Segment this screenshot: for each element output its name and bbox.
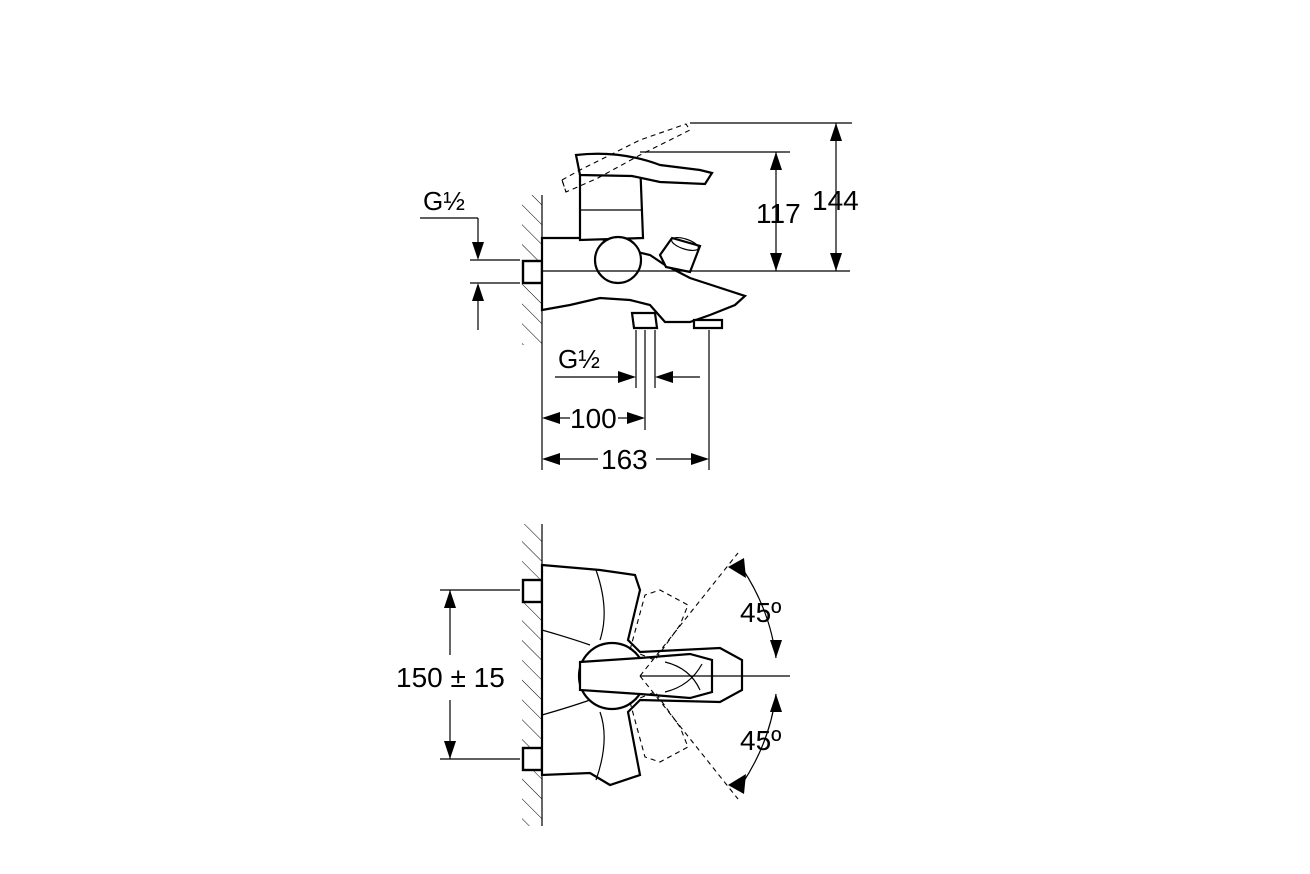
height-144-label: 144 <box>812 185 859 216</box>
lever-rotated-upper <box>629 589 689 661</box>
lever-rotated-lower <box>629 691 689 763</box>
top-view: 45º 45º 150 ± 15 <box>396 524 790 826</box>
width-100-label: 100 <box>570 403 617 434</box>
wall-top <box>522 524 543 826</box>
angle-lower-label: 45º <box>740 725 781 756</box>
tap-body-side <box>540 152 748 330</box>
width-163-label: 163 <box>601 444 648 475</box>
side-view: G½ 117 144 G½ 100 163 <box>420 122 859 475</box>
tap-body-top <box>540 563 744 787</box>
outlet-thread-label: G½ <box>558 344 600 374</box>
lower-connector <box>521 746 544 772</box>
lever-raised-outline <box>561 123 691 193</box>
inlet-connector <box>521 259 544 285</box>
spacing-dimension-label: 150 ± 15 <box>396 662 505 693</box>
inlet-thread-label: G½ <box>423 186 465 216</box>
height-117-label: 117 <box>756 198 801 229</box>
angle-upper-label: 45º <box>740 597 781 628</box>
upper-connector <box>521 578 544 604</box>
